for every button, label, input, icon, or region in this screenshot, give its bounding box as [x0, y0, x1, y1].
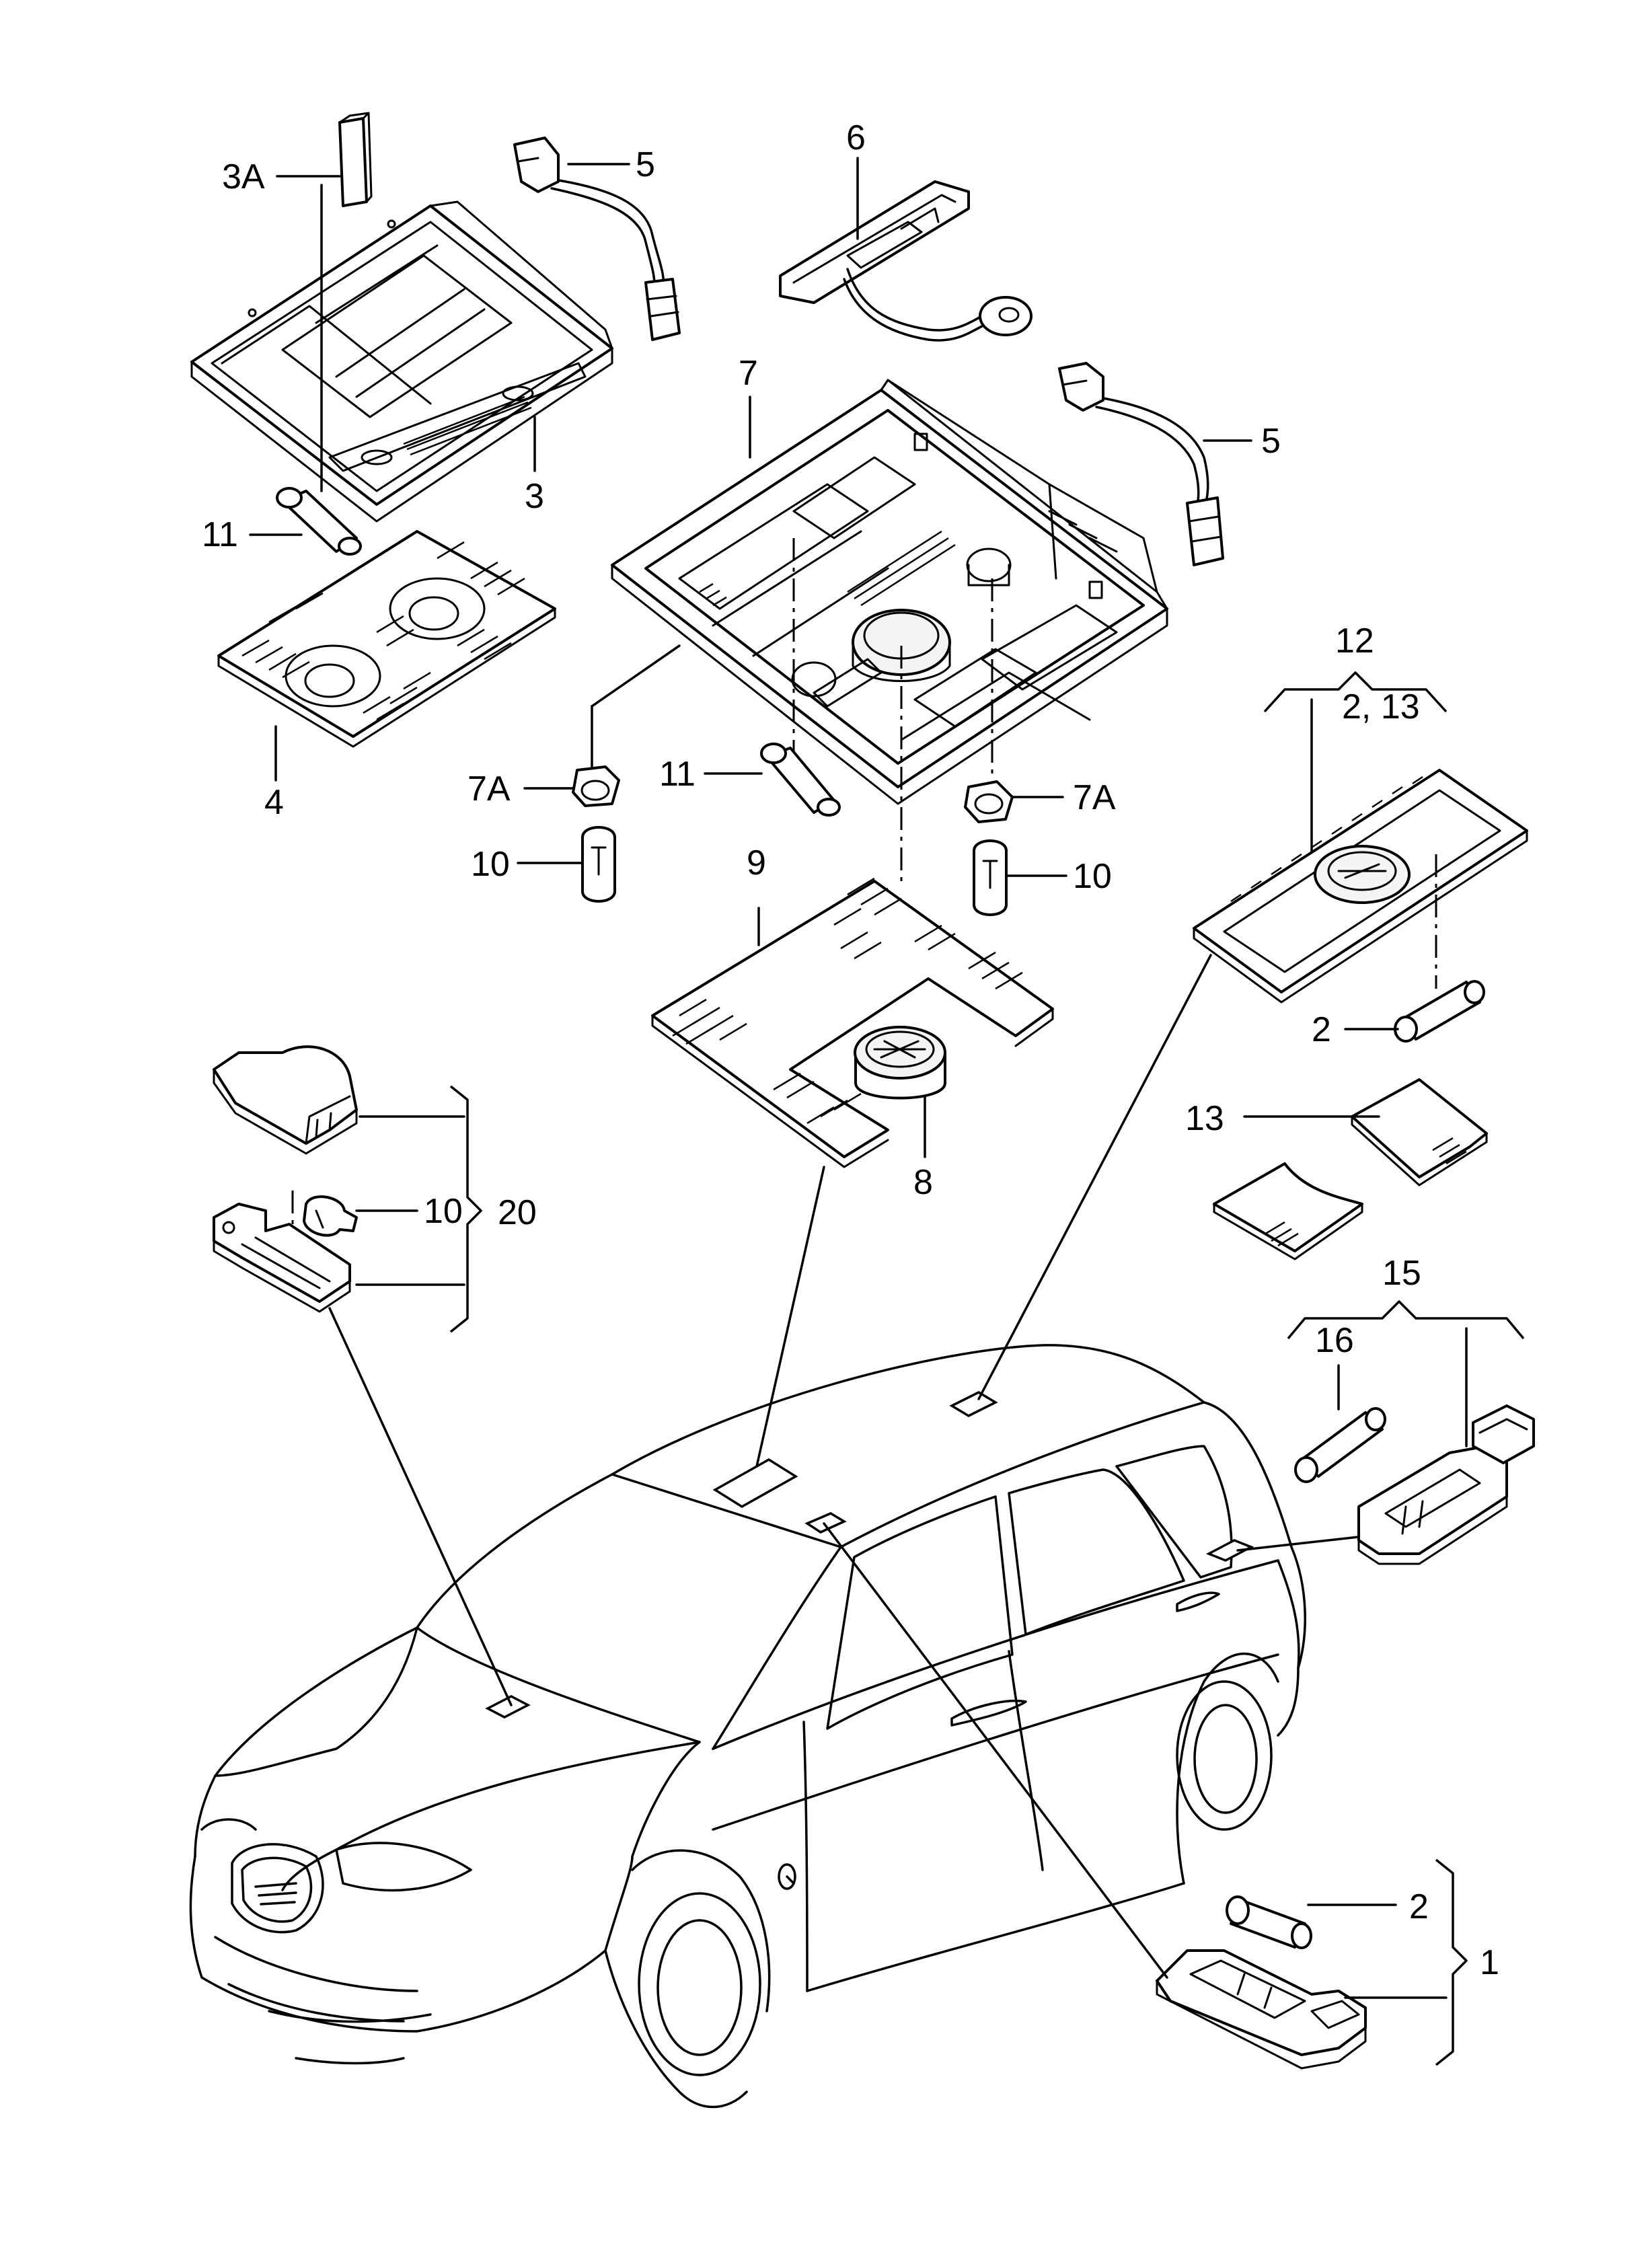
leader-car-15 [1236, 1536, 1360, 1552]
brace-1 [1435, 1858, 1468, 2066]
part-8-rotary-switch [854, 1026, 946, 1100]
part-15-luggage-light [1357, 1404, 1535, 1565]
label-5-right: 5 [1261, 422, 1281, 461]
label-3: 3 [525, 477, 544, 516]
label-4: 4 [264, 783, 284, 822]
car-body-illustration [189, 1344, 1306, 2109]
part-11-festoon-bulb-center [760, 743, 841, 817]
label-12-sub: 2, 13 [1342, 687, 1420, 726]
mount-pad-front-light [949, 1391, 998, 1417]
part-1-door-courtesy-light [1156, 1949, 1367, 2070]
part-12-interior-light-front [1193, 769, 1528, 1004]
part-10-bulb-20 [303, 1195, 358, 1237]
leader-car-9 [755, 1166, 825, 1468]
part-11-festoon-bulb-left [276, 487, 362, 556]
leader-car-1 [823, 1522, 1168, 1979]
label-10-right: 10 [1073, 857, 1112, 896]
part-9-center-lens-cover [651, 877, 1054, 1168]
label-12: 12 [1335, 621, 1374, 661]
label-7a-left: 7A [467, 769, 511, 808]
part-10-wedge-bulb-right [973, 839, 1008, 916]
label-6: 6 [846, 118, 866, 157]
part-10-wedge-bulb-left [581, 826, 616, 903]
label-11-left: 11 [202, 515, 238, 554]
part-6-sensor-bracket [779, 180, 1032, 342]
label-2-top: 2 [1312, 1010, 1331, 1049]
part-13-lens-a [1351, 1078, 1488, 1186]
label-1: 1 [1480, 1943, 1499, 1982]
label-20: 20 [498, 1193, 537, 1232]
part-2-festoon-bulb-1 [1226, 1895, 1312, 1949]
label-10-20: 10 [424, 1192, 463, 1231]
label-15: 15 [1382, 1254, 1421, 1293]
part-3a-clip [338, 112, 373, 207]
axis-7-7a-left [591, 644, 681, 708]
mount-pad-footwell [485, 1695, 531, 1719]
label-10-left: 10 [471, 845, 510, 884]
part-3-roof-console-housing [190, 200, 613, 523]
label-7a-right: 7A [1073, 778, 1116, 817]
mount-pad-center-console [712, 1458, 798, 1509]
label-11-center: 11 [659, 755, 696, 794]
mount-pad-luggage [1205, 1539, 1254, 1562]
part-16-festoon-bulb [1294, 1407, 1386, 1483]
part-20-footwell-light-housing [213, 1045, 358, 1155]
label-3a: 3A [222, 157, 265, 196]
leader-car-12 [977, 954, 1212, 1400]
label-13: 13 [1185, 1099, 1224, 1138]
part-5-harness-top [513, 137, 681, 341]
part-20-footwell-light-socket [213, 1203, 351, 1313]
part-7a-bulb-socket-right [964, 780, 1014, 823]
label-7: 7 [739, 354, 758, 393]
label-16: 16 [1315, 1321, 1354, 1360]
brace-12 [1263, 671, 1448, 713]
mount-pad-rear-reading [804, 1512, 847, 1534]
leader-car-20 [328, 1307, 513, 1706]
part-13-lens-b [1213, 1162, 1363, 1260]
part-4-lens-cover [217, 530, 556, 748]
part-7-center-console-housing [611, 379, 1168, 805]
label-5-top: 5 [636, 145, 655, 184]
part-5-harness-right [1058, 362, 1224, 566]
label-2-bottom: 2 [1409, 1887, 1429, 1926]
brace-20 [449, 1085, 482, 1333]
part-7a-bulb-socket-left [572, 765, 620, 807]
label-8: 8 [913, 1163, 933, 1202]
brace-15 [1287, 1300, 1525, 1340]
part-2-festoon-bulb-12 [1394, 980, 1485, 1043]
label-9: 9 [747, 843, 766, 882]
